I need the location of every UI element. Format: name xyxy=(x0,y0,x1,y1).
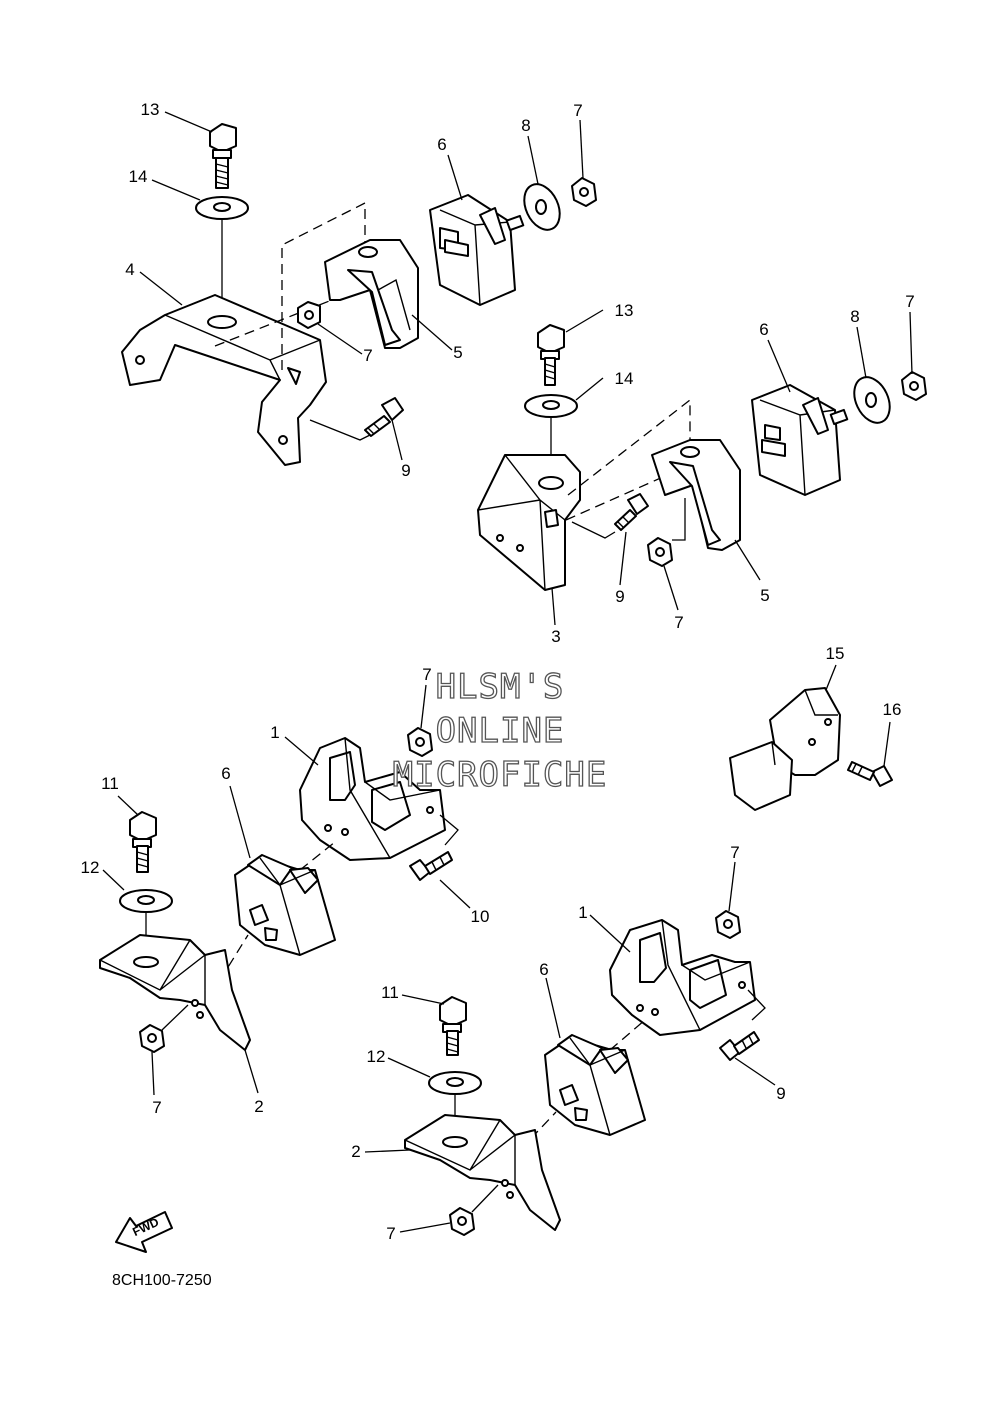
callout-12: 12 xyxy=(80,858,100,877)
callout-2: 2 xyxy=(351,1142,361,1161)
bolt-9-lower[interactable] xyxy=(719,1031,760,1061)
callout-7: 7 xyxy=(422,665,432,684)
bracket-4[interactable] xyxy=(121,294,327,466)
nut-7-lower-left[interactable] xyxy=(139,1024,165,1053)
watermark-line-2: ONLINE xyxy=(435,710,565,751)
washer-14-lower[interactable] xyxy=(524,394,578,418)
callout-1: 1 xyxy=(270,723,280,742)
callout-8: 8 xyxy=(521,116,531,135)
bracket-1-upper[interactable] xyxy=(299,737,446,861)
nut-7-upper-left[interactable] xyxy=(297,301,321,329)
bolt-9-upper[interactable] xyxy=(364,397,404,437)
callout-2: 2 xyxy=(254,1097,264,1116)
nut-7-upper-right[interactable] xyxy=(571,177,597,207)
bolt-11-upper[interactable] xyxy=(129,811,157,873)
callout-1: 1 xyxy=(578,903,588,922)
bracket-2-lower[interactable] xyxy=(404,1114,561,1231)
bracket-1-lower[interactable] xyxy=(609,919,756,1036)
callout-14: 14 xyxy=(614,369,634,388)
callout-6: 6 xyxy=(437,135,447,154)
callout-15: 15 xyxy=(825,644,845,663)
nut-7-lower-right-top[interactable] xyxy=(715,910,741,939)
callout-7: 7 xyxy=(905,292,915,311)
rubber-mount-6-center[interactable] xyxy=(234,854,336,956)
callout-13: 13 xyxy=(140,100,160,119)
callout-5: 5 xyxy=(760,586,770,605)
callout-7: 7 xyxy=(152,1098,162,1117)
callout-6: 6 xyxy=(759,320,769,339)
callout-7: 7 xyxy=(674,613,684,632)
fwd-arrow-icon xyxy=(115,1211,173,1253)
nut-7-right-upper[interactable] xyxy=(901,371,927,401)
callout-7: 7 xyxy=(386,1224,396,1243)
callout-10: 10 xyxy=(470,907,490,926)
callout-3: 3 xyxy=(551,627,561,646)
watermark-line-1: HLSM'S xyxy=(435,666,565,707)
callout-12: 12 xyxy=(366,1047,386,1066)
callout-9: 9 xyxy=(776,1084,786,1103)
rubber-mount-6-upper[interactable] xyxy=(429,194,525,306)
stopper-15[interactable] xyxy=(729,687,841,811)
washer-8-upper[interactable] xyxy=(517,178,566,235)
washer-12-lower[interactable] xyxy=(428,1071,482,1095)
bracket-3[interactable] xyxy=(477,454,581,591)
bolt-13-lower[interactable] xyxy=(537,324,565,386)
washer-12-upper[interactable] xyxy=(119,889,173,913)
watermark-line-3: MICROFICHE xyxy=(392,754,608,795)
callout-9: 9 xyxy=(401,461,411,480)
bolt-9-middle[interactable] xyxy=(614,493,649,531)
bracket-5-upper[interactable] xyxy=(324,239,419,349)
bolt-13-upper[interactable] xyxy=(209,123,237,189)
bolt-11-lower[interactable] xyxy=(439,996,467,1056)
nut-7-middle[interactable] xyxy=(647,537,673,567)
callout-8: 8 xyxy=(850,307,860,326)
callout-7: 7 xyxy=(363,346,373,365)
callout-16: 16 xyxy=(882,700,902,719)
bolt-10[interactable] xyxy=(409,851,453,881)
callout-4: 4 xyxy=(125,260,135,279)
leader-lines xyxy=(102,111,913,1233)
washer-14-upper[interactable] xyxy=(195,196,249,220)
callout-11: 11 xyxy=(381,983,399,1002)
washer-8-lower[interactable] xyxy=(847,371,896,428)
watermark: HLSM'S ONLINE MICROFICHE xyxy=(380,665,620,797)
bolt-16[interactable] xyxy=(847,761,893,787)
callout-5: 5 xyxy=(453,343,463,362)
nut-7-center[interactable] xyxy=(407,727,433,757)
nut-7-bottom[interactable] xyxy=(449,1207,475,1236)
callout-7: 7 xyxy=(573,101,583,120)
rubber-mount-6-lower-right[interactable] xyxy=(544,1034,646,1136)
bracket-5-lower[interactable] xyxy=(651,439,741,551)
rubber-mount-6-lower[interactable] xyxy=(751,384,849,496)
callout-7: 7 xyxy=(730,843,740,862)
diagram-code: 8CH100-7250 xyxy=(112,1272,212,1289)
callout-9: 9 xyxy=(615,587,625,606)
callout-11: 11 xyxy=(101,774,119,793)
callout-14: 14 xyxy=(128,167,148,186)
bracket-2-upper[interactable] xyxy=(99,934,251,1051)
callout-6: 6 xyxy=(221,764,231,783)
callout-13: 13 xyxy=(614,301,634,320)
callout-6: 6 xyxy=(539,960,549,979)
